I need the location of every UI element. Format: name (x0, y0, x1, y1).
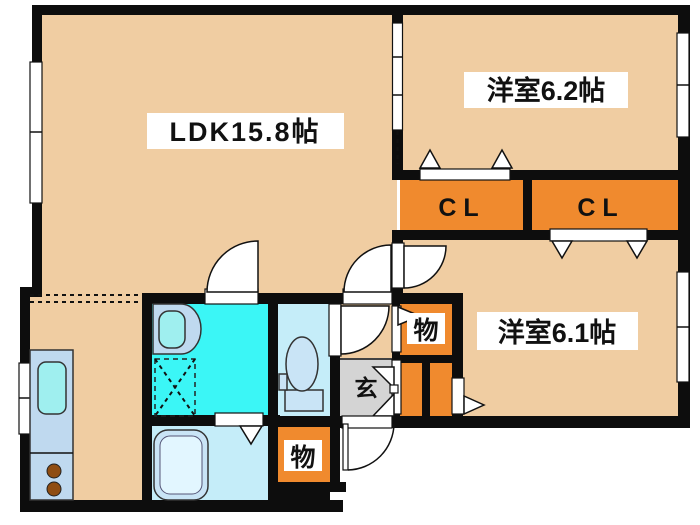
storage-cell-left (398, 361, 424, 417)
hall-storage-label: 物 (413, 317, 438, 345)
wall-lower-storage-top (272, 416, 340, 427)
room61-storage-wedge (463, 394, 486, 416)
closet-right-wedge-1 (550, 240, 574, 260)
room61-door-leaf (391, 242, 405, 289)
wall-closet-top (392, 170, 690, 180)
lower-storage-label: 物 (290, 444, 315, 472)
wall-storage-divider-h (392, 355, 463, 363)
wall-bath-divider (142, 415, 280, 426)
stove-burner-1 (46, 463, 62, 479)
toilet-door-leaf (328, 303, 342, 357)
room62-label-box (464, 72, 628, 108)
closet-right-door (549, 228, 648, 242)
wall-bottom-left (20, 500, 343, 512)
wall-top (32, 5, 690, 15)
windows (18, 22, 690, 435)
toilet-bowl (285, 336, 319, 392)
toilet-handle (278, 373, 288, 391)
front-door-leaf (342, 423, 349, 471)
front-door-opening (341, 415, 393, 429)
washroom-door-swing (206, 240, 259, 293)
wall-bottom-right (330, 416, 690, 428)
sliding-door-ldk-room62 (391, 22, 404, 131)
room62-label: 洋室6.2帖 (487, 75, 606, 106)
closet-left-floor (400, 178, 525, 232)
washer-outline (154, 358, 196, 417)
washer-x2 (154, 358, 196, 417)
closet-left-door (419, 168, 511, 181)
washbasin-bowl (158, 310, 186, 349)
wall-closet-mid (523, 180, 532, 230)
room61-storage-door (451, 377, 465, 415)
labels: LDK15.8帖 洋室6.2帖 洋室6.1帖 CL CL 物 物 玄 (147, 72, 638, 472)
storage-cell-right (428, 361, 454, 417)
closet-left-wedge-2 (490, 148, 514, 169)
toilet-tank (284, 389, 324, 412)
toilet (278, 336, 324, 412)
toilet-door-swing (340, 305, 390, 355)
hall-storage-label-box (407, 313, 445, 344)
room61-label: 洋室6.1帖 (498, 317, 617, 348)
room61-door-swing (403, 245, 447, 289)
wall-washroom-east (268, 293, 278, 512)
wall-porch-foot (330, 482, 346, 492)
kitchen-sink (37, 361, 67, 415)
wall-porch-stub (330, 416, 340, 492)
closet-left-wedge-1 (418, 148, 442, 169)
bathroom-door (214, 412, 264, 427)
entrance-storage-door-knob (389, 384, 399, 394)
closet-right-wedge-2 (625, 240, 649, 260)
wall-washroom-west (142, 293, 152, 512)
lower-storage-label-box (284, 440, 322, 471)
washing-machine-space (154, 358, 196, 417)
closet-left-label: CL (438, 194, 485, 222)
hall-door-swing (343, 244, 392, 293)
ldk-label: LDK15.8帖 (169, 117, 320, 147)
wall-lower-storage-bottom (278, 482, 330, 502)
stove-burner-2 (46, 481, 62, 497)
room61-label-box (477, 312, 638, 350)
front-door-swing (347, 423, 395, 471)
ldk-floor (32, 10, 397, 300)
wall-left-step (20, 287, 42, 297)
hall-storage-door (391, 305, 402, 353)
sanitary (152, 303, 324, 501)
entrance-label: 玄 (355, 375, 378, 401)
doors (204, 148, 649, 471)
wall-closet-bottom (392, 230, 690, 240)
closet-right-label: CL (577, 194, 624, 222)
bathroom-door-wedge (238, 425, 264, 446)
ldk-label-box (147, 113, 344, 149)
wall-storage-divider-v (422, 363, 430, 416)
closet-right-floor (530, 178, 680, 232)
wall-main-horizontal (142, 293, 463, 304)
bathtub-inner (159, 435, 203, 495)
entrance-storage-wedge-top (371, 366, 395, 390)
kitchen (29, 294, 142, 501)
